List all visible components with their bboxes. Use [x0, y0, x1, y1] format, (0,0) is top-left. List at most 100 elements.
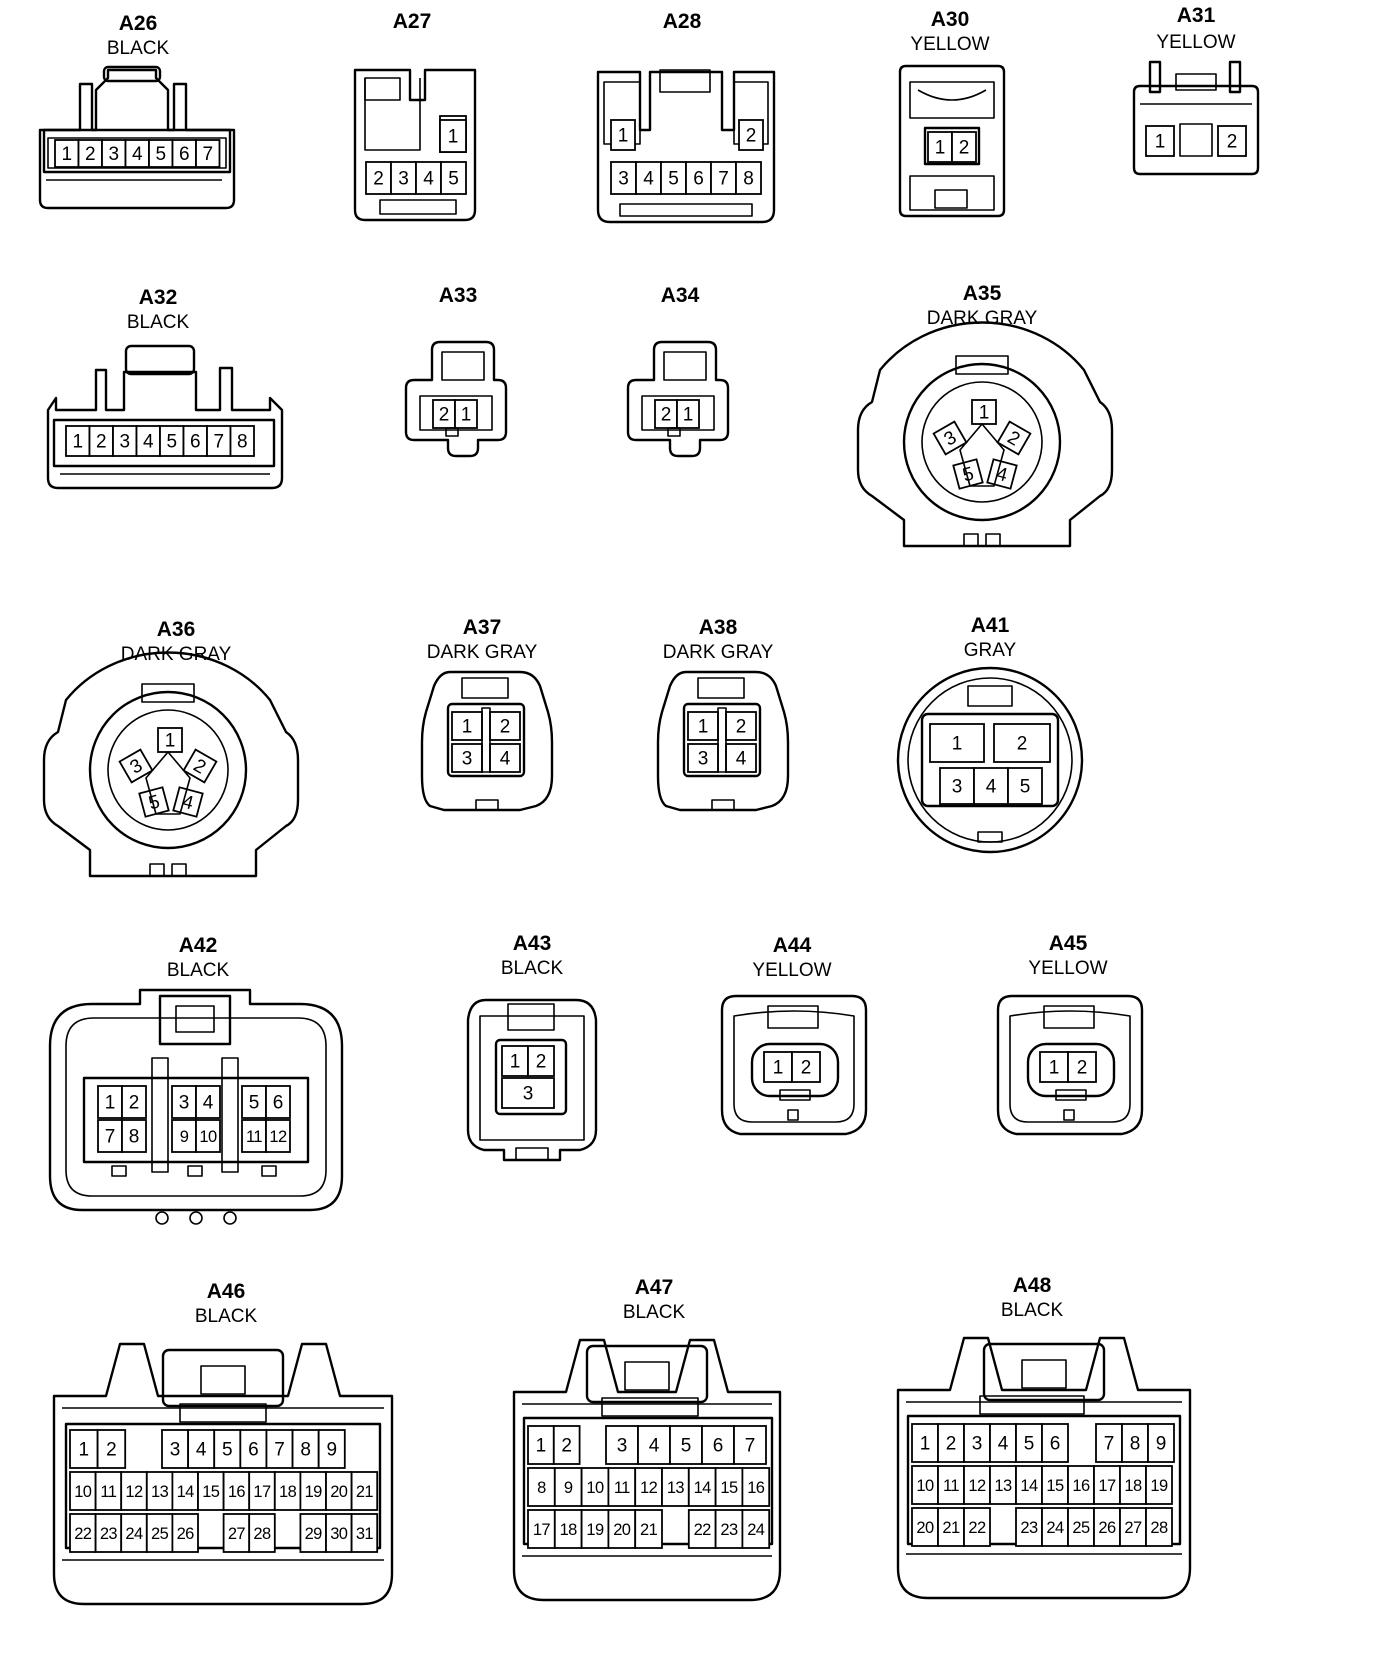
tab: [977, 831, 1003, 843]
post: [151, 1057, 169, 1173]
pin-cell: [634, 1509, 663, 1549]
pin-number: 4: [196, 1440, 207, 1461]
pin-number: 2: [129, 1093, 140, 1114]
pin-cell: [171, 1471, 199, 1511]
housing-outline: [896, 1336, 1192, 1600]
pin-cell: [929, 723, 985, 763]
pin-number: 5: [146, 791, 162, 814]
latch-window: [200, 1365, 246, 1395]
outer-ring: [88, 690, 248, 850]
pin-number: 1: [61, 144, 72, 165]
pin-number: 14: [177, 1483, 195, 1501]
pin-cell: [610, 119, 636, 151]
pin-cell: [733, 1425, 767, 1465]
pin-number: 2: [801, 1058, 812, 1079]
pin-cell: [989, 1465, 1017, 1505]
pin-number: 10: [586, 1479, 604, 1497]
latch-bar: [979, 1395, 1085, 1415]
pin-cell: [660, 161, 687, 195]
lower-body: [909, 175, 995, 211]
latch-slot: [364, 77, 401, 101]
pin-cell: [120, 1513, 148, 1553]
latch-arc: [917, 89, 987, 101]
pin-number: 6: [273, 1093, 284, 1114]
post: [221, 1057, 239, 1173]
connector-color: YELLOW: [910, 34, 989, 55]
pin-cell-rotated: 5: [138, 786, 170, 818]
pin-number: 2: [96, 432, 107, 453]
pin-number: 23: [1020, 1519, 1038, 1537]
pin-cell: [1093, 1507, 1121, 1547]
pin-cell-rotated: 2: [996, 420, 1032, 456]
pin-window: [82, 1076, 310, 1164]
pin-number: 18: [279, 1483, 297, 1501]
pin-window: [52, 418, 276, 468]
pin-window: [920, 712, 1060, 808]
lock-bar: [619, 203, 753, 217]
pin-number: 3: [462, 749, 473, 770]
pin-number: 9: [326, 1440, 337, 1461]
pin-cell: [738, 119, 764, 151]
housing-outline: [46, 366, 284, 490]
tab: [711, 799, 735, 811]
pin-number: 9: [180, 1128, 189, 1146]
pin-number: 5: [249, 1093, 260, 1114]
pin-cell: [1015, 1423, 1043, 1463]
pin-cell: [1039, 1051, 1069, 1083]
pin-cell: [454, 399, 478, 429]
pin-number: 25: [151, 1525, 169, 1543]
pin-number: 2: [746, 126, 757, 147]
pin-window: [641, 395, 715, 431]
pin-cell: [937, 1465, 965, 1505]
pin-number: 12: [640, 1479, 658, 1497]
pin-cell: [527, 1045, 555, 1077]
pin-number: 7: [1104, 1434, 1115, 1455]
latch: [767, 1005, 819, 1029]
connector-color: BLACK: [501, 958, 564, 979]
pin-cell: [1015, 1507, 1043, 1547]
pin-cell: [911, 1423, 939, 1463]
pin-number: 2: [85, 144, 96, 165]
connector-color: BLACK: [195, 1306, 258, 1327]
inner-wall: [364, 78, 421, 151]
pin-cell: [1067, 1465, 1095, 1505]
connector-color: YELLOW: [1028, 958, 1107, 979]
connector-id: A32: [139, 286, 178, 309]
pin-number: 2: [106, 1440, 117, 1461]
pin-number: 15: [202, 1483, 220, 1501]
housing-outline: [898, 64, 1006, 218]
pin-number: 1: [536, 1436, 547, 1457]
pin-cell: [182, 748, 218, 784]
pin-number: 8: [237, 432, 248, 453]
tab: [171, 863, 187, 877]
key: [445, 427, 459, 437]
pin-number: 1: [773, 1058, 784, 1079]
latch: [441, 351, 485, 381]
inner-ring: [921, 381, 1043, 503]
post: [1228, 60, 1242, 94]
pin-number: 29: [305, 1525, 323, 1543]
pin-number: 13: [151, 1483, 169, 1501]
connector-color: BLACK: [127, 312, 190, 333]
pin-number: 8: [743, 169, 754, 190]
latch: [1175, 73, 1217, 91]
pin-number: 8: [1130, 1434, 1141, 1455]
pin-cell: [440, 161, 467, 195]
pin-cell: [634, 1467, 663, 1507]
connector-color: DARK GRAY: [663, 642, 774, 663]
housing-outline: [48, 988, 344, 1212]
pin-number: 21: [942, 1519, 960, 1537]
pin-number: 4: [649, 1436, 660, 1457]
connector-id: A41: [971, 614, 1010, 637]
pin-number: 1: [510, 1052, 521, 1073]
pin-cell: [1015, 1465, 1043, 1505]
pin-number: 2: [1227, 132, 1238, 153]
pin-number: 26: [177, 1525, 195, 1543]
inner-shell: [479, 1015, 585, 1141]
